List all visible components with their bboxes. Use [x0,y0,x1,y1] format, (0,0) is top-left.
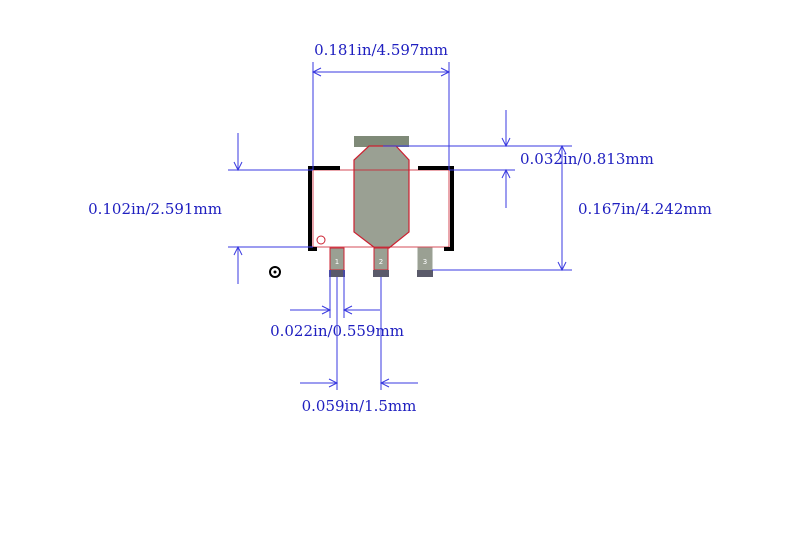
pin-label-3: 3 [423,258,427,266]
dimension-width-top: 0.181in/4.597mm [311,41,451,170]
silkscreen-left-bracket [308,166,340,251]
dimension-label-width: 0.181in/4.597mm [314,41,448,59]
tab-pad [353,145,410,249]
pin-label-2: 2 [379,258,383,266]
silkscreen-right-bracket [418,166,454,251]
dimension-total-height: 0.167in/4.242mm [432,144,712,272]
dimension-pin-pitch: 0.059in/1.5mm [300,277,418,415]
dimension-tab-height: 0.032in/0.813mm [383,110,654,208]
dimension-label-body-height: 0.102in/2.591mm [88,200,222,218]
dimension-label-tab-height: 0.032in/0.813mm [520,150,654,168]
pin-pad-1: 1 [329,247,345,277]
dimension-label-pin-pitch: 0.059in/1.5mm [302,397,417,415]
dimension-body-height: 0.102in/2.591mm [88,133,313,284]
origin-marker-icon [269,266,281,278]
tab-top-strip [354,136,409,147]
body-outline [312,169,450,248]
pin-pad-2: 2 [373,247,389,277]
pin1-marker [316,235,326,245]
pin-pad-3: 3 [417,247,433,277]
component-footprint: 1 2 3 [308,136,454,277]
dimension-label-total-height: 0.167in/4.242mm [578,200,712,218]
pin-label-1: 1 [335,258,339,266]
